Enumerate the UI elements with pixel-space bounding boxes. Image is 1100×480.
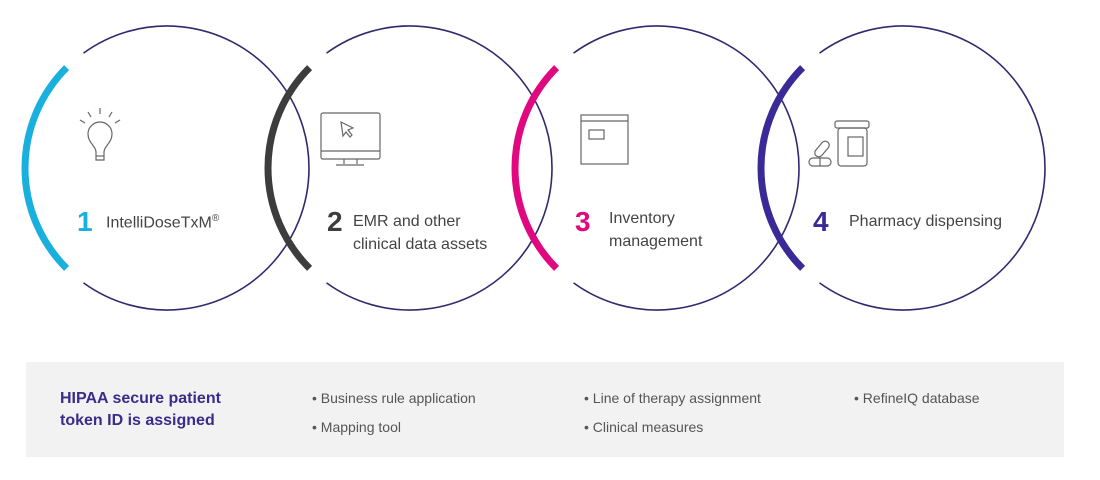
list-item: Clinical measures xyxy=(584,413,761,442)
step-1-accent-arc xyxy=(21,65,70,271)
step-3-ring xyxy=(573,25,800,311)
summary-column-3: RefineIQ database xyxy=(854,384,980,413)
pill-bottle-icon xyxy=(808,120,870,167)
step-2-line2: clinical data assets xyxy=(353,236,488,253)
summary-panel: HIPAA secure patient token ID is assigned… xyxy=(26,362,1064,457)
step-4-ring xyxy=(819,25,1046,311)
step-1-number: 1 xyxy=(77,206,93,237)
step-2-label: EMR and other clinical data assets xyxy=(353,210,487,256)
step-4-accent-arc xyxy=(757,65,806,271)
box-icon xyxy=(580,114,629,165)
list-item: RefineIQ database xyxy=(854,384,980,413)
summary-column-1: Business rule application Mapping tool xyxy=(312,384,476,442)
step-1-text: IntelliDoseTxM xyxy=(106,214,212,232)
step-1-ring xyxy=(83,25,310,311)
step-2-ring xyxy=(326,25,553,311)
step-4-label: Pharmacy dispensing xyxy=(849,213,1002,230)
step-3-number: 3 xyxy=(575,206,591,237)
summary-column-2: Line of therapy assignment Clinical meas… xyxy=(584,384,761,442)
step-1-label: IntelliDoseTxM® xyxy=(106,207,219,234)
summary-title-line1: HIPAA secure patient xyxy=(60,390,221,407)
circles xyxy=(21,25,1046,311)
step-3-line1: Inventory xyxy=(609,210,675,227)
step-3-line2: management xyxy=(609,233,703,250)
step-4-number: 4 xyxy=(813,206,829,237)
registered-mark: ® xyxy=(211,213,220,224)
step-2-accent-arc xyxy=(264,65,313,271)
list-item: Business rule application xyxy=(312,384,476,413)
step-3-label: Inventory management xyxy=(609,207,702,253)
list-item: Mapping tool xyxy=(312,413,476,442)
summary-title-line2: token ID is assigned xyxy=(60,412,215,429)
list-item: Line of therapy assignment xyxy=(584,384,761,413)
monitor-cursor-icon xyxy=(320,112,381,166)
step-3-accent-arc xyxy=(511,65,560,271)
step-2-number: 2 xyxy=(327,206,343,237)
step-2-line1: EMR and other xyxy=(353,213,461,230)
summary-title: HIPAA secure patient token ID is assigned xyxy=(60,388,260,432)
lightbulb-icon xyxy=(79,108,121,161)
